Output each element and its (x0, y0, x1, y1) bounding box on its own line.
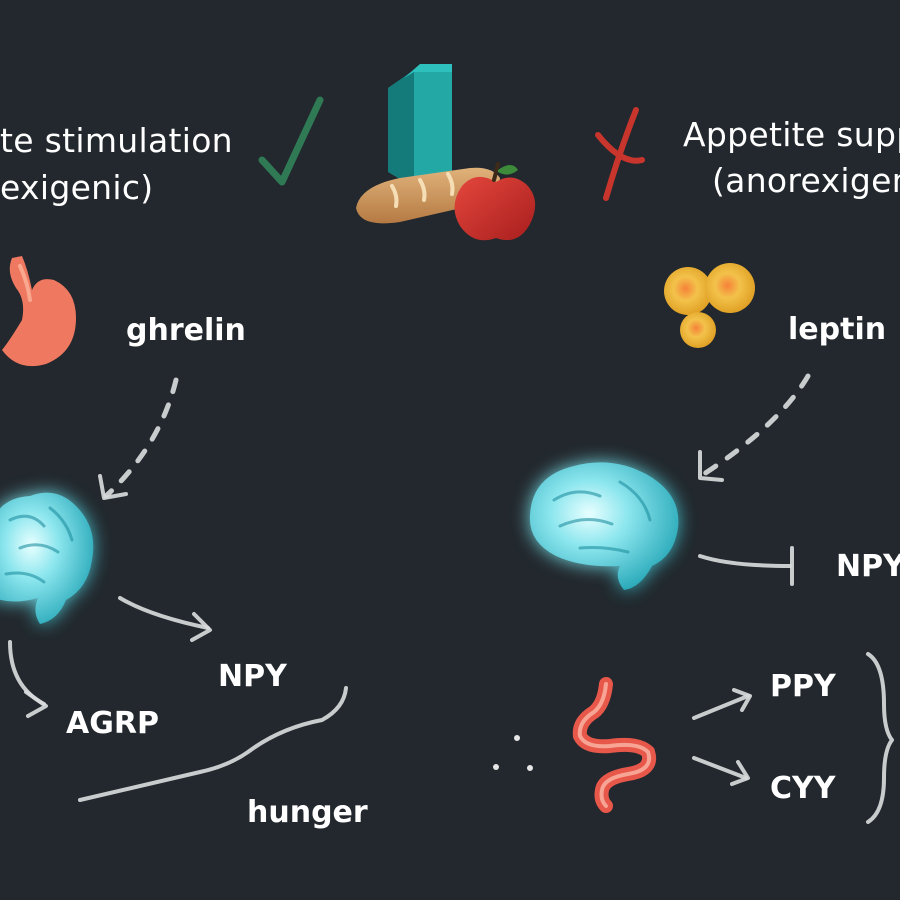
hunger-line (78, 686, 348, 802)
arrow-to-cyy (692, 756, 748, 780)
brain-icon (0, 492, 94, 624)
cyy-label: CYY (770, 771, 836, 806)
arrow-head (730, 760, 750, 786)
arrow-head (698, 450, 724, 482)
arrow-head (190, 612, 212, 642)
stomach-icon (2, 256, 76, 367)
agrp-label: AGRP (66, 706, 159, 741)
dots (493, 735, 533, 771)
arrow-head (24, 690, 48, 718)
leptin-label: leptin (788, 312, 887, 347)
right-npy-label: NPY (836, 549, 900, 584)
arrow-to-ppy (692, 694, 750, 720)
right-heading-line1: Appetite supp (683, 115, 900, 154)
left-heading-line2: exigenic) (0, 168, 154, 207)
brace (866, 652, 894, 824)
right-heading-line2: (anorexigeni (712, 161, 900, 200)
arrow-brain-to-npy (118, 596, 210, 630)
hunger-label: hunger (247, 795, 368, 830)
brain-icon (529, 462, 679, 590)
arrow-head (98, 474, 128, 500)
ppy-label: PPY (770, 669, 836, 704)
inhibit-line (698, 554, 792, 568)
arrow-leptin-to-brain (701, 373, 811, 477)
food-icon (356, 64, 536, 241)
left-heading-line1: te stimulation (0, 121, 233, 160)
ghrelin-label: ghrelin (126, 313, 246, 348)
arrow-head (732, 688, 752, 712)
left-npy-label: NPY (218, 659, 287, 694)
arrow-ghrelin-to-brain (103, 377, 179, 499)
intestine-icon (572, 677, 656, 813)
cross-icon (595, 107, 645, 201)
check-icon (258, 96, 324, 186)
fat-cells-icon (664, 263, 755, 348)
